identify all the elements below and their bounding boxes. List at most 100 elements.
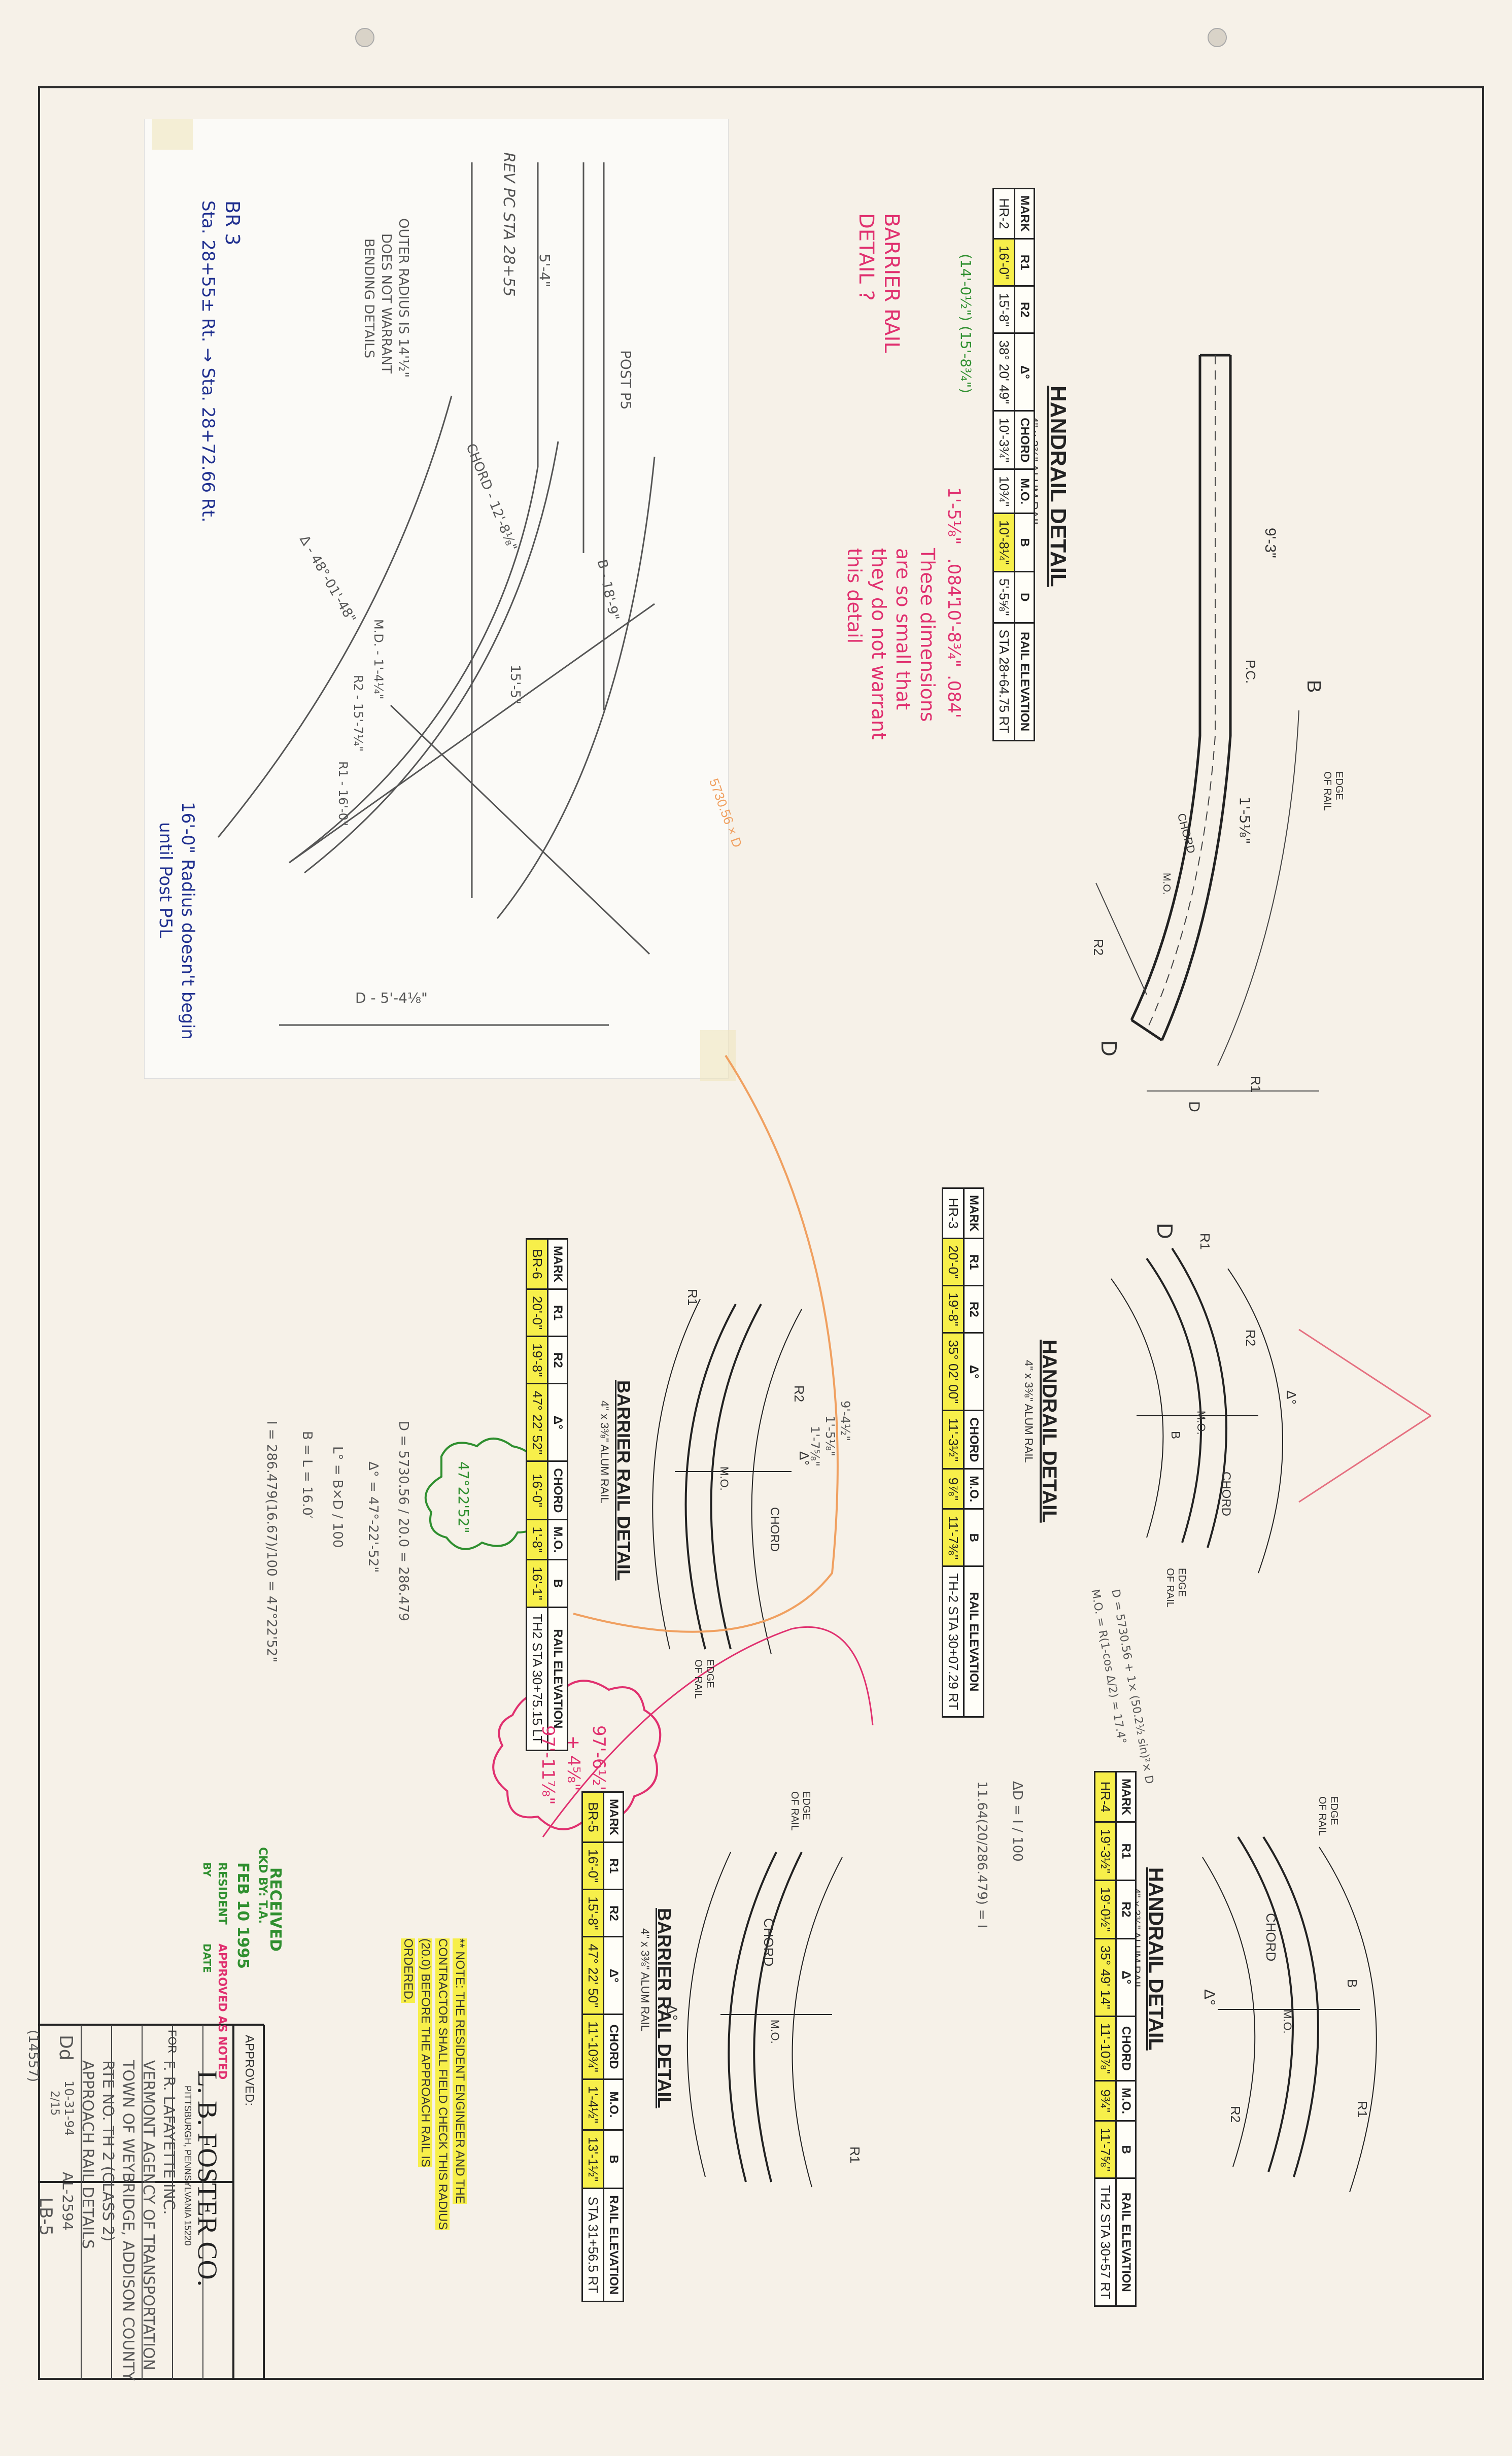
table-header: CHORD xyxy=(547,1461,568,1520)
table-cell: 1'-4½" xyxy=(582,2079,604,2130)
d-label: D xyxy=(1152,1223,1177,1239)
edge-of-rail-label: EDGE OF RAIL xyxy=(693,1659,715,1699)
table-cell: 11'-7⅜" xyxy=(942,1509,964,1566)
tape xyxy=(152,119,193,150)
detail4-table: MARK R1 R2 Δ° CHORD M.O. B RAIL ELEVATIO… xyxy=(1094,1771,1137,2307)
table-row: HR-4 19'-3½" 19'-0½" 35° 49' 14" 11'-10⅞… xyxy=(1094,1771,1116,2306)
table-cell: 19'-8" xyxy=(942,1285,964,1333)
sheet-code: (14557) xyxy=(25,2030,41,2082)
r1-label: R1 - 16'-0" xyxy=(336,761,350,826)
table-header: MARK xyxy=(1014,188,1035,239)
table-cell: 9¾" xyxy=(1094,2080,1116,2121)
table-header: R2 xyxy=(1014,286,1035,333)
table-header: M.O. xyxy=(1014,469,1035,514)
table-header: M.O. xyxy=(964,1469,984,1509)
md-label: M.D. - 1'-4¼" xyxy=(371,619,386,700)
table-header: R2 xyxy=(603,1889,624,1937)
detail5-subtitle: 4" x 3⅜" ALUM RAIL xyxy=(639,1928,651,2031)
table-cell: TH-2 STA 30+07.29 RT xyxy=(942,1566,964,1717)
table-header: MARK xyxy=(964,1188,984,1239)
table-header: CHORD xyxy=(1116,2016,1136,2081)
edge-of-rail-label: EDGE OF RAIL xyxy=(1317,1796,1339,1836)
mo-label: M.O. xyxy=(769,2020,781,2044)
mo-label: M.O. xyxy=(718,1466,731,1491)
edge-of-rail-label: EDGE OF RAIL xyxy=(789,1791,812,1831)
mo-label: M.O. xyxy=(1195,1411,1208,1435)
table-header: RAIL ELEVATION xyxy=(1116,2178,1136,2306)
table-header: RAIL ELEVATION xyxy=(603,2188,624,2302)
hr2-values-note: (14'-0½") (15'-8¾") xyxy=(957,254,974,394)
table-cell: STA 28+64.75 RT xyxy=(993,623,1015,741)
length-label: 15'-5" xyxy=(507,665,523,705)
checked-date: 2/15 xyxy=(48,2091,61,2116)
table-header: B xyxy=(603,2130,624,2189)
r2-label: R2 xyxy=(1243,1329,1258,1347)
mo-label: M.O. xyxy=(1281,2009,1294,2034)
b-alt-note: 10'-8¾" xyxy=(944,599,964,668)
dim-label: 1'-5⅛" xyxy=(823,1416,837,1457)
delta-label: Δ° xyxy=(1201,1989,1218,2006)
table-cell: BR-6 xyxy=(526,1239,548,1289)
table-cell: 19'-8" xyxy=(526,1336,548,1384)
drawing-date: 10-31-94 xyxy=(62,2080,76,2136)
punch-hole xyxy=(355,28,374,47)
table-header: R1 xyxy=(964,1238,984,1286)
table-header: R2 xyxy=(964,1285,984,1333)
r2-label: R2 xyxy=(792,1385,807,1403)
table-row: BR-6 20'-0" 19'-8" 47° 22' 52" 16'-0" 1'… xyxy=(526,1239,548,1751)
dim-label: 1'-7⅝" xyxy=(808,1426,822,1467)
pc-label: P.C. xyxy=(1243,660,1258,684)
detail3-subtitle: 4" x 3⅜" ALUM RAIL xyxy=(598,1401,611,1504)
table-header: R1 xyxy=(547,1289,568,1337)
chord-label: CHORD xyxy=(1219,1472,1233,1516)
table-header: B xyxy=(547,1559,568,1608)
table-cell: 47° 22' 50" xyxy=(582,1936,604,2015)
table-cell: 1'-8" xyxy=(526,1519,548,1560)
dim-label: 9'-3" xyxy=(1262,528,1279,558)
table-cell: 10'-8¼" xyxy=(993,513,1015,572)
table-cell: 16'-0" xyxy=(582,1842,604,1890)
table-cell: 15'-8" xyxy=(993,286,1015,333)
punch-hole xyxy=(1208,28,1227,47)
table-cell: 35° 49' 14" xyxy=(1094,1938,1116,2017)
drawing-number: AL-2594 xyxy=(59,2172,76,2231)
table-header: CHORD xyxy=(603,2014,624,2079)
b-label: B xyxy=(1345,1979,1360,1988)
approved-label: APPROVED: xyxy=(243,2035,256,2106)
detail3-table: MARK R1 R2 Δ° CHORD M.O. B RAIL ELEVATIO… xyxy=(526,1238,568,1752)
table-header: B xyxy=(964,1509,984,1566)
table-cell: 16'-0" xyxy=(993,238,1015,286)
table-header: B xyxy=(1116,2121,1136,2178)
detail3-title: BARRIER RAIL DETAIL xyxy=(613,1380,634,1581)
sheet-number: LB-5 xyxy=(36,2197,56,2236)
table-header: Δ° xyxy=(1014,333,1035,411)
table-cell: 5'-5⅝" xyxy=(993,571,1015,623)
for-label: FOR xyxy=(166,2030,179,2054)
b-label: B xyxy=(1169,1431,1182,1440)
r1-label: R1 xyxy=(1355,2101,1370,2118)
detail2-subtitle: 4" x 3⅜" ALUM RAIL xyxy=(1022,1360,1035,1463)
r1-label: R1 xyxy=(1197,1233,1213,1250)
table-header: CHORD xyxy=(964,1410,984,1469)
table-cell: TH2 STA 30+57 RT xyxy=(1094,2178,1116,2306)
table-cell: 11'-3½" xyxy=(942,1410,964,1469)
table-cell: HR-3 xyxy=(942,1188,964,1239)
table-row: HR-2 16'-0" 15'-8" 38° 20' 49" 10'-3¾" 1… xyxy=(993,188,1015,741)
d-dim-label: D xyxy=(1186,1101,1202,1112)
chord-label: CHORD xyxy=(768,1507,781,1552)
detail4-title: HANDRAIL DETAIL xyxy=(1145,1867,1167,2051)
table-header: M.O. xyxy=(603,2079,624,2130)
b-label: B xyxy=(1303,680,1324,693)
table-header: RAIL ELEVATION xyxy=(964,1566,984,1717)
overlay-drawing xyxy=(145,119,728,1078)
table-cell: 15'-8" xyxy=(582,1889,604,1937)
table-cell: 9⅞" xyxy=(942,1469,964,1509)
table-cell: 19'-0½" xyxy=(1094,1880,1116,1939)
delta-label: Δ° xyxy=(663,2004,680,2021)
table-cell: 19'-3½" xyxy=(1094,1822,1116,1881)
mo-label: M.O. xyxy=(1161,873,1172,895)
table-cell: 11'-7⅝" xyxy=(1094,2121,1116,2178)
green-cloud-note: 47°22'52" xyxy=(455,1461,472,1533)
table-header: Δ° xyxy=(964,1333,984,1411)
table-cell: 20'-0" xyxy=(526,1289,548,1337)
